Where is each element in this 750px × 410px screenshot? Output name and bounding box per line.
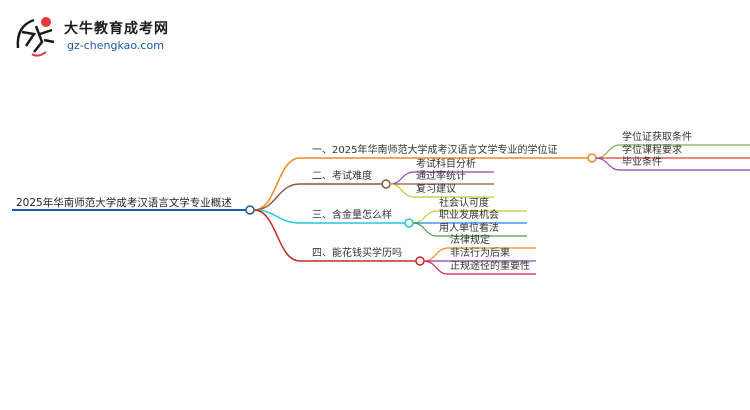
branch-topic-3: 三、含金量怎么样 bbox=[312, 210, 392, 221]
subtopic-1-3: 毕业条件 bbox=[622, 157, 662, 168]
bull-logo-icon bbox=[16, 17, 55, 57]
branch-collapse-node-1[interactable] bbox=[587, 153, 597, 163]
child-connector-4-3 bbox=[423, 260, 449, 275]
subtopic-2-2: 通过率统计 bbox=[416, 171, 466, 182]
logo-title: 大牛教育成考网 bbox=[64, 21, 169, 37]
branch-connector-4 bbox=[253, 209, 301, 262]
subtopic-4-3: 正规途径的重要性 bbox=[450, 261, 530, 272]
logo-url: gz-chengkao.com bbox=[67, 39, 164, 52]
branch-collapse-node-3[interactable] bbox=[404, 218, 414, 228]
subtopic-4-1: 法律规定 bbox=[450, 235, 490, 246]
subtopic-1-1: 学位证获取条件 bbox=[622, 132, 692, 143]
child-connector-1-1 bbox=[595, 144, 621, 159]
child-connector-3-1 bbox=[412, 210, 438, 224]
child-connector-4-1 bbox=[423, 247, 449, 262]
branch-topic-1: 一、2025年华南师范大学成考汉语言文学专业的学位证 bbox=[312, 145, 558, 156]
branch-topic-2: 二、考试难度 bbox=[312, 171, 372, 182]
subtopic-3-3: 用人单位看法 bbox=[439, 223, 499, 234]
child-connector-3-3 bbox=[412, 222, 438, 237]
site-logo[interactable]: 大牛教育成考网 gz-chengkao.com bbox=[12, 12, 242, 62]
subtopic-1-2: 学位课程要求 bbox=[622, 145, 682, 156]
root-topic: 2025年华南师范大学成考汉语言文学专业概述 bbox=[16, 197, 232, 209]
branch-collapse-node-2[interactable] bbox=[381, 179, 391, 189]
child-connector-2-1 bbox=[389, 171, 415, 185]
branch-connector-1 bbox=[253, 157, 301, 211]
subtopic-3-1: 社会认可度 bbox=[439, 198, 489, 209]
branch-connector-2 bbox=[253, 183, 301, 211]
child-connector-2-3 bbox=[389, 183, 415, 198]
branch-collapse-node-4[interactable] bbox=[415, 256, 425, 266]
branch-topic-4: 四、能花钱买学历吗 bbox=[312, 248, 402, 259]
child-connector-1-3 bbox=[595, 157, 621, 171]
subtopic-4-2: 非法行为后果 bbox=[450, 248, 510, 259]
subtopic-3-2: 职业发展机会 bbox=[439, 210, 499, 221]
root-collapse-node[interactable] bbox=[245, 205, 255, 215]
subtopic-2-3: 复习建议 bbox=[416, 184, 456, 195]
subtopic-2-1: 考试科目分析 bbox=[416, 159, 476, 170]
